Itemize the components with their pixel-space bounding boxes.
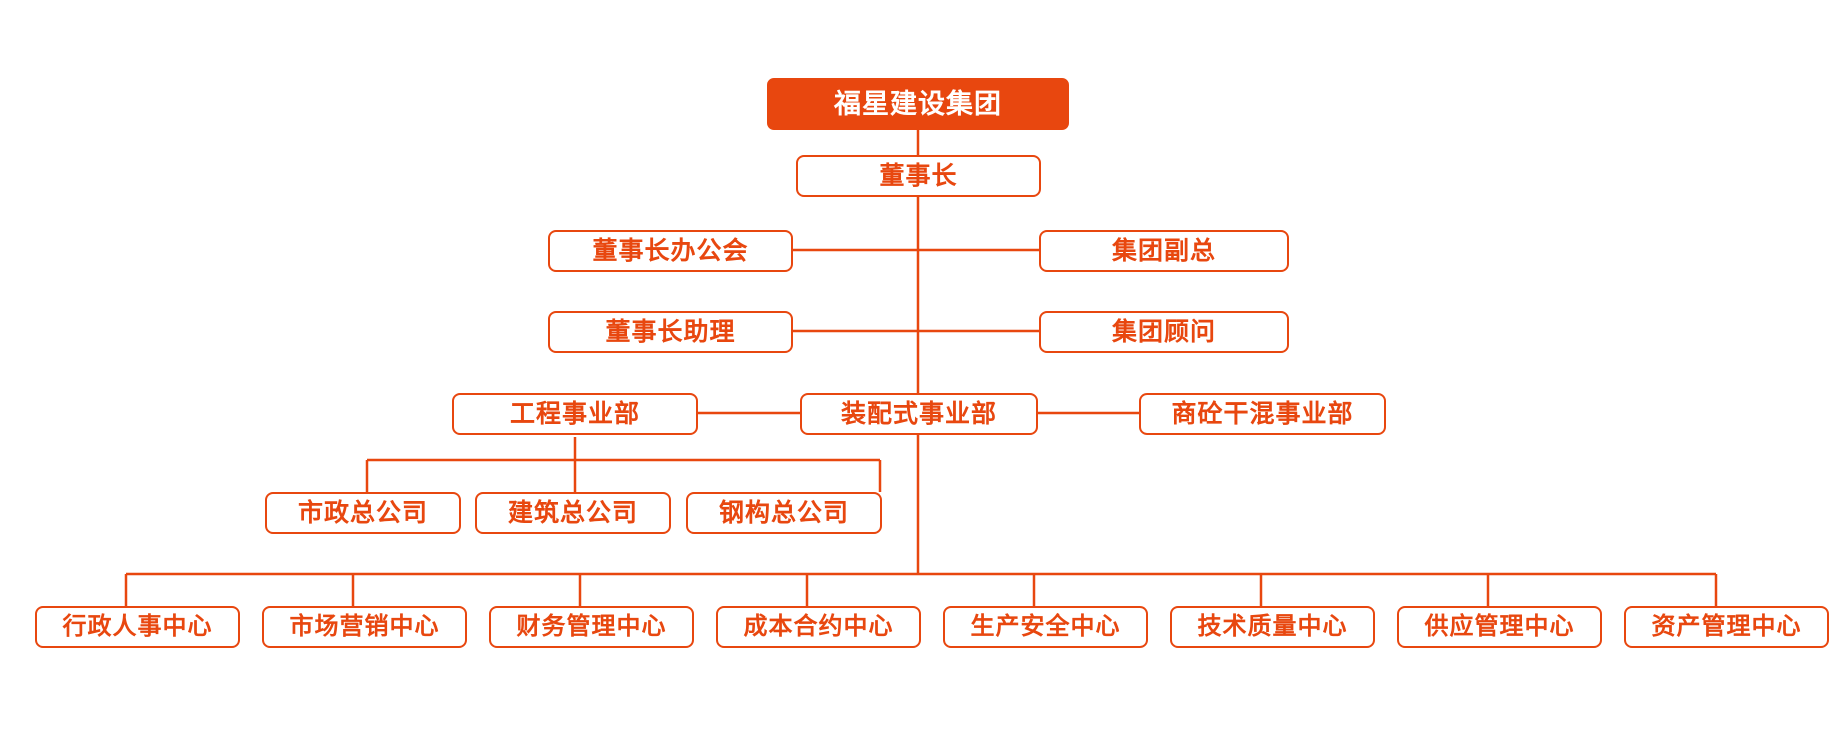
- node-center-asset[interactable]: 资产管理中心: [1624, 606, 1829, 648]
- node-label: 福星建设集团: [834, 88, 1002, 119]
- node-group-advisor[interactable]: 集团顾问: [1039, 311, 1289, 353]
- node-label: 董事长办公会: [592, 236, 749, 265]
- node-division-prefab[interactable]: 装配式事业部: [800, 393, 1038, 435]
- node-label: 董事长: [879, 161, 958, 190]
- node-center-quality[interactable]: 技术质量中心: [1170, 606, 1375, 648]
- node-label: 商砼干混事业部: [1171, 399, 1354, 428]
- node-company-steel[interactable]: 钢构总公司: [686, 492, 882, 534]
- node-center-marketing[interactable]: 市场营销中心: [262, 606, 467, 648]
- node-company-building[interactable]: 建筑总公司: [475, 492, 671, 534]
- node-chairman[interactable]: 董事长: [796, 155, 1041, 197]
- node-label: 装配式事业部: [840, 399, 997, 428]
- node-company-municipal[interactable]: 市政总公司: [265, 492, 461, 534]
- node-label: 董事长助理: [605, 317, 736, 346]
- node-group-root[interactable]: 福星建设集团: [767, 78, 1069, 130]
- node-chairman-assistant[interactable]: 董事长助理: [548, 311, 793, 353]
- node-center-supply[interactable]: 供应管理中心: [1397, 606, 1602, 648]
- node-label: 行政人事中心: [62, 613, 213, 640]
- node-label: 集团顾问: [1111, 317, 1216, 346]
- node-label: 技术质量中心: [1197, 613, 1348, 640]
- node-chairman-office[interactable]: 董事长办公会: [548, 230, 793, 272]
- node-group-vp[interactable]: 集团副总: [1039, 230, 1289, 272]
- node-label: 供应管理中心: [1424, 613, 1575, 640]
- node-label: 工程事业部: [509, 399, 640, 428]
- node-label: 市场营销中心: [289, 613, 440, 640]
- node-label: 市政总公司: [297, 498, 428, 527]
- node-center-finance[interactable]: 财务管理中心: [489, 606, 694, 648]
- node-center-hr[interactable]: 行政人事中心: [35, 606, 240, 648]
- node-label: 钢构总公司: [718, 498, 849, 527]
- node-division-concrete[interactable]: 商砼干混事业部: [1139, 393, 1386, 435]
- node-division-engineering[interactable]: 工程事业部: [452, 393, 698, 435]
- node-label: 财务管理中心: [516, 613, 667, 640]
- node-center-cost[interactable]: 成本合约中心: [716, 606, 921, 648]
- node-center-safety[interactable]: 生产安全中心: [943, 606, 1148, 648]
- node-label: 生产安全中心: [970, 613, 1121, 640]
- node-label: 成本合约中心: [743, 613, 894, 640]
- node-label: 集团副总: [1111, 236, 1216, 265]
- node-label: 建筑总公司: [507, 498, 638, 527]
- node-label: 资产管理中心: [1651, 613, 1802, 640]
